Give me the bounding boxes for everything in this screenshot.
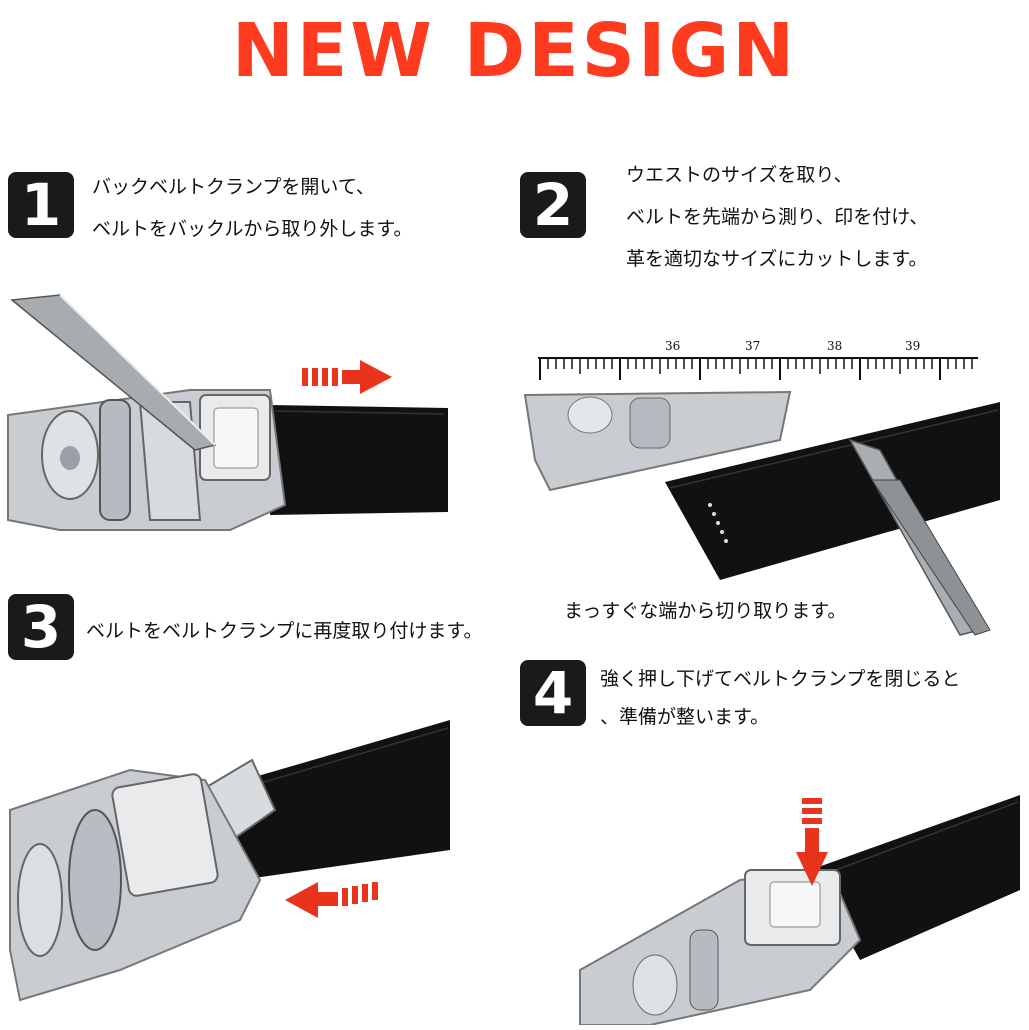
ruler-label-38: 38 (827, 339, 842, 353)
page-title: NEW DESIGN (231, 8, 798, 94)
step-4-line-2: 、準備が整います。 (600, 706, 770, 728)
step-4-illustration (579, 795, 1020, 1025)
step-1-line-2: ベルトをバックルから取り外します。 (92, 218, 413, 240)
step-2-line-3: 革を適切なサイズにカットします。 (626, 248, 928, 270)
belt-strap (210, 720, 450, 880)
step-3-illustration (9, 720, 450, 1002)
arrow-down-icon (796, 798, 828, 886)
belt-strap (665, 402, 1000, 580)
step-4-line-1: 強く押し下げてベルトクランプを閉じると (600, 668, 961, 690)
step-4-badge: 4 (520, 660, 586, 726)
step-1-illustration (7, 294, 448, 531)
step-3-line-1: ベルトをベルトクランプに再度取り付けます。 (86, 620, 483, 642)
step-2-illustration: 36 37 38 39 (523, 339, 1000, 636)
step-2-badge: 2 (520, 172, 586, 238)
belt-strap (810, 795, 1020, 960)
step-2-line-2: ベルトを先端から測り、印を付け、 (626, 206, 929, 228)
step-1-line-1: バックベルトクランプを開いて、 (92, 176, 375, 198)
ruler-label-37: 37 (745, 339, 760, 353)
arrow-left-icon (285, 882, 378, 918)
step-2-line-1: ウエストのサイズを取り、 (626, 164, 853, 186)
step-2-text: ウエストのサイズを取り、 ベルトを先端から測り、印を付け、 革を適切なサイズにカ… (626, 156, 928, 278)
arrow-right-icon (302, 360, 392, 394)
ruler-label-36: 36 (665, 339, 680, 353)
belt-strap (270, 405, 448, 515)
step-3-text: ベルトをベルトクランプに再度取り付けます。 (86, 612, 483, 650)
step-1-text: バックベルトクランプを開いて、 ベルトをバックルから取り外します。 (92, 168, 413, 248)
step-1-badge: 1 (8, 172, 74, 238)
step-3-badge: 3 (8, 594, 74, 660)
cut-caption: まっすぐな端から切り取ります。 (564, 600, 847, 622)
ruler-ticks (539, 358, 973, 380)
step-4-text: 強く押し下げてベルトクランプを閉じると 、準備が整います。 (600, 660, 960, 736)
ruler-label-39: 39 (905, 339, 920, 353)
